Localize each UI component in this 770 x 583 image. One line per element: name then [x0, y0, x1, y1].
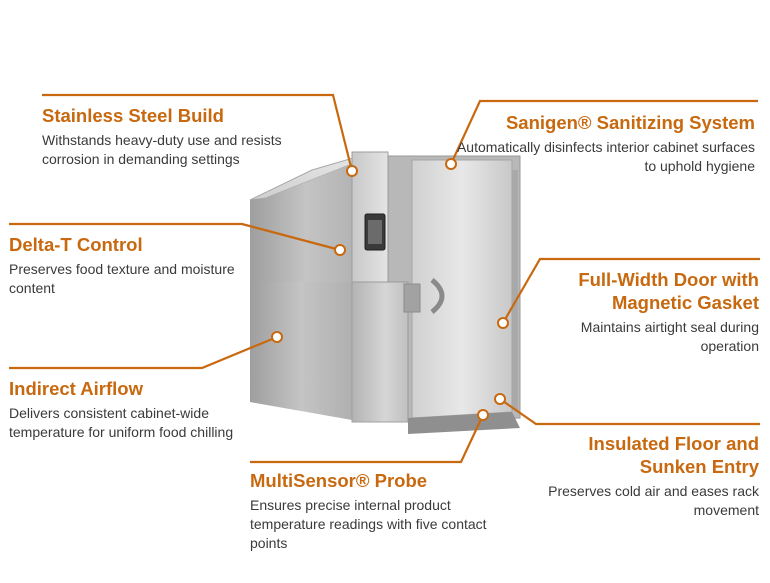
marker-sanigen: [445, 158, 457, 170]
leader-probe: [250, 414, 484, 464]
leader-lines: [9, 93, 760, 464]
marker-steel: [346, 165, 358, 177]
cabinet-side-lower: [250, 282, 352, 420]
callout-title: Stainless Steel Build: [42, 105, 224, 126]
callout-indirect-airflow: Indirect Airflow Delivers consistent cab…: [9, 377, 239, 442]
callout-title: Indirect Airflow: [9, 378, 143, 399]
cabinet-lower-panel: [351, 281, 409, 423]
leader-floor: [499, 398, 760, 426]
callout-insulated-floor: Insulated Floor and Sunken Entry Preserv…: [529, 432, 759, 520]
callout-description: Ensures precise internal product tempera…: [250, 497, 487, 551]
leader-sanigen: [450, 99, 758, 165]
marker-probe: [477, 409, 489, 421]
callout-title: Full-Width Door with Magnetic Gasket: [578, 269, 759, 313]
marker-delta: [334, 244, 346, 256]
callout-description: Withstands heavy-duty use and resists co…: [42, 132, 282, 167]
callout-title: Delta-T Control: [9, 234, 143, 255]
door-handle: [430, 278, 445, 314]
cabinet-side-upper: [250, 160, 362, 282]
leader-delta: [9, 222, 341, 252]
callout-description: Maintains airtight seal during operation: [580, 319, 759, 354]
callout-stainless-steel-build: Stainless Steel Build Withstands heavy-d…: [42, 104, 342, 169]
callout-full-width-door: Full-Width Door with Magnetic Gasket Mai…: [529, 268, 759, 356]
callout-title: MultiSensor® Probe: [250, 470, 428, 491]
marker-door: [497, 317, 509, 329]
callout-description: Preserves cold air and eases rack moveme…: [548, 483, 759, 518]
leader-airflow: [9, 335, 278, 370]
callout-description: Automatically disinfects interior cabine…: [456, 139, 755, 174]
callout-title: Sanigen® Sanitizing System: [505, 112, 755, 133]
callout-multisensor-probe: MultiSensor® Probe Ensures precise inter…: [250, 469, 490, 553]
callout-description: Preserves food texture and moisture cont…: [9, 261, 235, 296]
callout-sanigen-sanitizing-system: Sanigen® Sanitizing System Automatically…: [455, 111, 755, 176]
marker-floor: [494, 393, 506, 405]
callout-delta-t-control: Delta-T Control Preserves food texture a…: [9, 233, 249, 298]
cabinet-body: [249, 151, 521, 434]
leader-door: [502, 257, 760, 324]
sunken-entry: [408, 412, 520, 434]
callout-title: Insulated Floor and Sunken Entry: [588, 433, 759, 477]
cabinet-door: [411, 159, 513, 419]
leader-steel: [42, 93, 354, 172]
door-latch: [403, 283, 421, 313]
markers: [271, 158, 509, 421]
marker-airflow: [271, 331, 283, 343]
callout-description: Delivers consistent cabinet-wide tempera…: [9, 405, 234, 440]
